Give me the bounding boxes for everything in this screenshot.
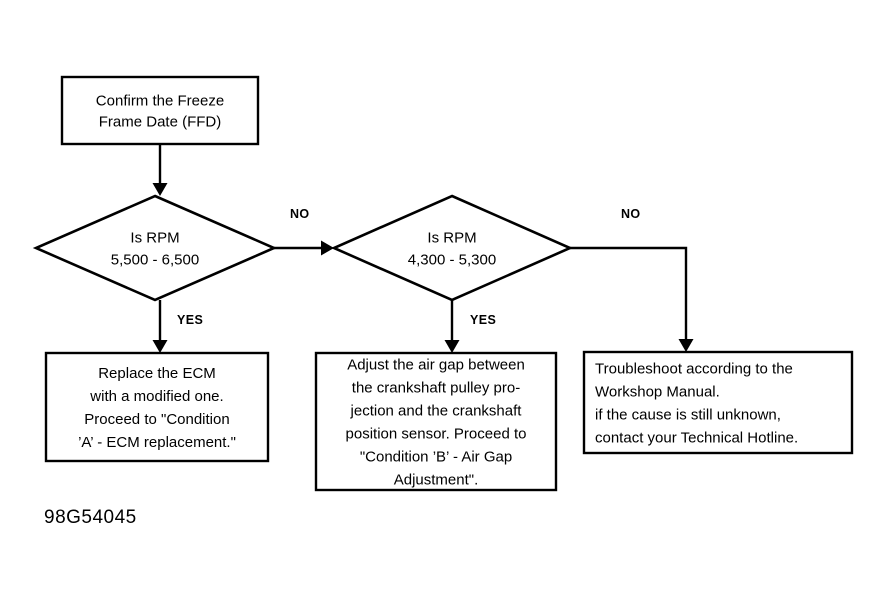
node-text-line: Frame Date (FFD) (99, 113, 222, 130)
node-decision-rpm-5500: Is RPM 5,500 - 6,500 (32, 194, 278, 302)
node-replace-ecm: Replace the ECM with a modified one. Proce… (44, 351, 270, 463)
connector-decision1-yes-to-replace-ecm (152, 300, 168, 353)
edge-label-label-yes-1: YES (177, 313, 203, 327)
connector-layer (152, 144, 694, 353)
node-text-line: Adjust the air gap between (347, 356, 525, 373)
process-box-shape (582, 350, 854, 455)
node-text-line: Is RPM (427, 229, 476, 246)
arrow-head-icon (152, 183, 168, 196)
edge-label-label-no-2: NO (621, 207, 641, 221)
connector-line (570, 246, 688, 346)
process-box-shape (314, 351, 558, 492)
node-text-line: 5,500 - 6,500 (111, 251, 199, 268)
node-text-line: contact your Technical Hotline. (595, 429, 798, 446)
arrow-head-icon (678, 339, 694, 352)
edge-label-label-no-1: NO (290, 207, 310, 221)
node-text-line: Adjustment". (394, 471, 479, 488)
node-decision-rpm-4300: Is RPM 4,300 - 5,300 (330, 194, 574, 302)
edge-label-layer: NO YES YES NO (177, 207, 641, 327)
edge-label-label-yes-2: YES (470, 313, 496, 327)
connector-confirm-to-decision1 (152, 144, 168, 196)
connector-decision2-yes-to-adjust-air-gap (444, 300, 460, 353)
node-text-line: the crankshaft pulley pro- (352, 379, 520, 396)
process-box-shape (44, 351, 270, 463)
node-text-line: Troubleshoot according to the (595, 360, 793, 377)
node-text-line: Replace the ECM (98, 365, 216, 382)
node-text-line: ’A’ - ECM replacement." (78, 434, 236, 451)
node-text-line: with a modified one. (89, 388, 223, 405)
node-text-line: Proceed to "Condition (84, 411, 229, 428)
node-text-line: jection and the crankshaft (350, 402, 523, 419)
node-text-line: Confirm the Freeze (96, 92, 224, 109)
decision-diamond-shape (330, 194, 574, 302)
arrow-head-icon (444, 340, 460, 353)
connector-decision1-no-to-decision2 (274, 240, 334, 256)
process-box-shape (60, 75, 260, 146)
node-text-line: Is RPM (130, 229, 179, 246)
node-adjust-air-gap: Adjust the air gap between the crankshaft… (314, 351, 558, 492)
arrow-head-icon (321, 240, 334, 256)
node-text-line: 4,300 - 5,300 (408, 251, 496, 268)
decision-diamond-shape (32, 194, 278, 302)
node-text-line: "Condition ’B’ - Air Gap (360, 448, 512, 465)
node-text-line: if the cause is still unknown, (595, 406, 781, 423)
node-text-line: position sensor. Proceed to (346, 425, 527, 442)
arrow-head-icon (152, 340, 168, 353)
figure-caption: 98G54045 (44, 507, 137, 528)
node-text-line: Workshop Manual. (595, 383, 720, 400)
connector-decision2-no-to-troubleshoot (570, 246, 694, 352)
